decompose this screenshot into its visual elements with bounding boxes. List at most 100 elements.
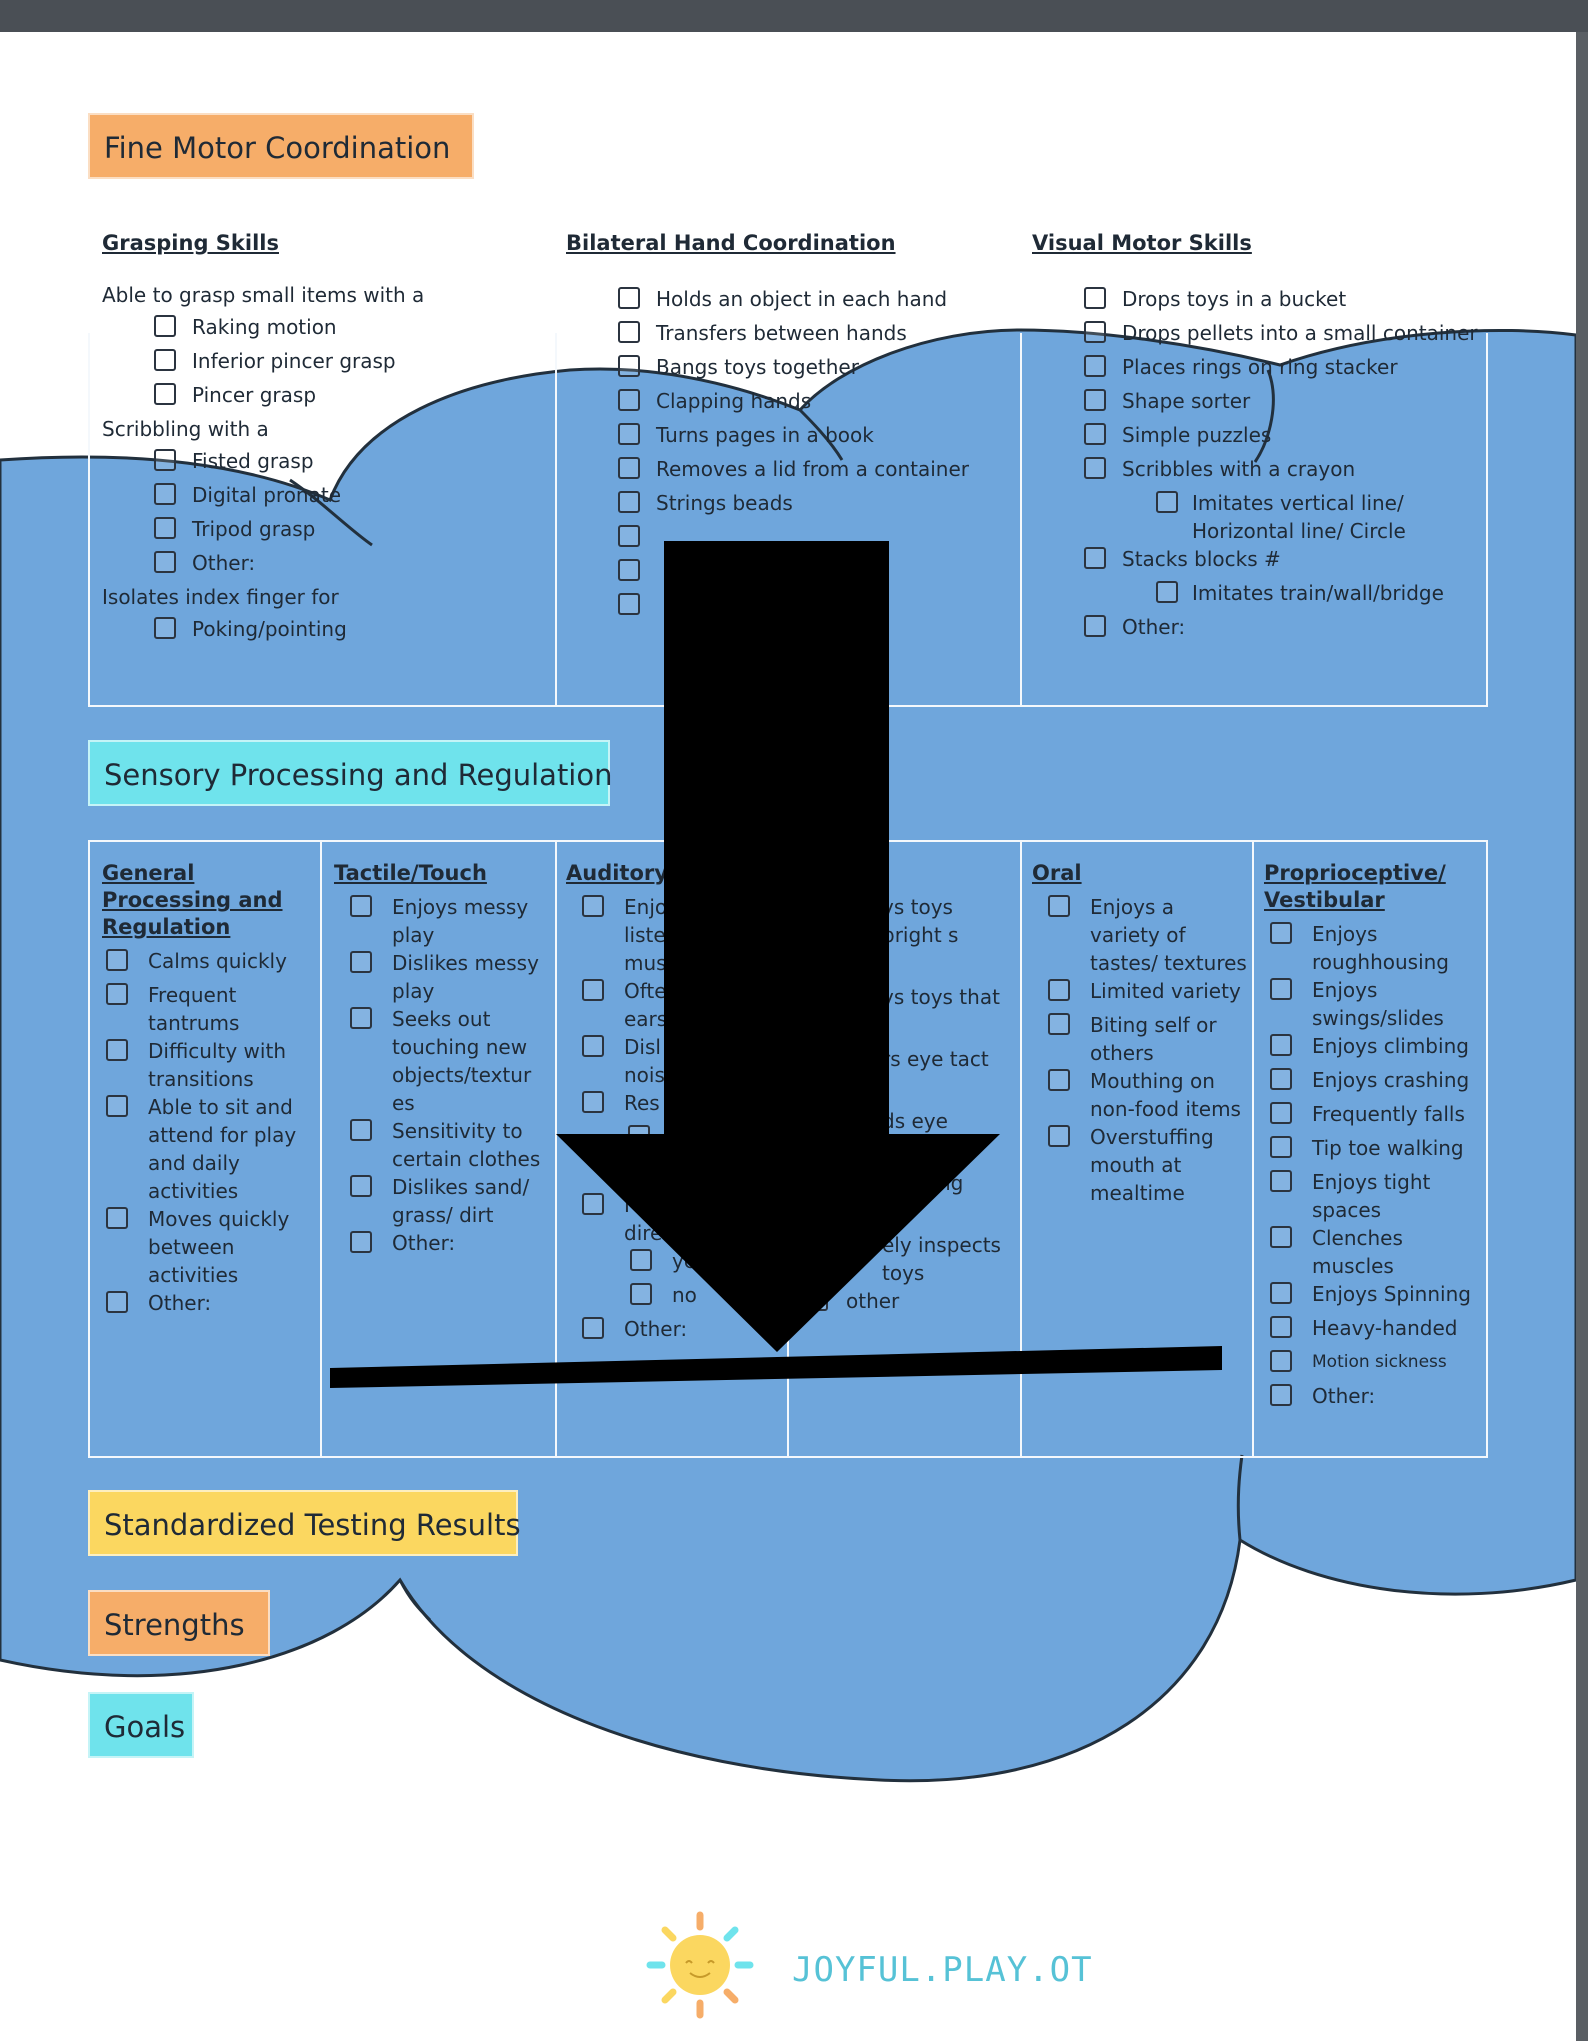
checkbox-item[interactable]: ely inspects toys xyxy=(798,1231,1018,1287)
checkbox-item[interactable]: Digital pronate xyxy=(102,481,542,515)
checkbox-item[interactable]: Other: xyxy=(102,1289,318,1323)
checkbox[interactable] xyxy=(154,551,176,573)
checkbox[interactable] xyxy=(106,1207,128,1229)
checkbox-item[interactable]: Turns pages in a book xyxy=(566,421,1016,455)
checkbox-item[interactable]: Enjoys climbing xyxy=(1264,1032,1488,1066)
checkbox[interactable] xyxy=(1084,547,1106,569)
checkbox-item[interactable]: Frequently falls xyxy=(1264,1100,1488,1134)
checkbox-item[interactable]: Enjoys messy play xyxy=(334,893,552,949)
checkbox-item[interactable]: Moves quickly between activities xyxy=(102,1205,318,1289)
checkbox-item[interactable]: Dislikes sand/ grass/ dirt xyxy=(334,1173,552,1229)
checkbox-item[interactable]: ys toys that xyxy=(798,983,1018,1045)
checkbox[interactable] xyxy=(1270,978,1292,1000)
checkbox-item[interactable]: other xyxy=(798,1287,1018,1321)
checkbox-item[interactable]: Clenches muscles xyxy=(1264,1224,1488,1280)
checkbox-item[interactable]: Other: xyxy=(1264,1382,1488,1416)
checkbox[interactable] xyxy=(582,1091,604,1113)
checkbox[interactable] xyxy=(154,617,176,639)
checkbox[interactable] xyxy=(154,349,176,371)
checkbox-item[interactable]: Dislikes messy play xyxy=(334,949,552,1005)
checkbox[interactable] xyxy=(350,895,372,917)
checkbox-item[interactable]: Scribbles with a crayon xyxy=(1032,455,1482,489)
checkbox[interactable] xyxy=(1270,1226,1292,1248)
checkbox[interactable] xyxy=(154,315,176,337)
checkbox-item[interactable] xyxy=(566,1123,786,1157)
checkbox-item[interactable]: Tripod grasp xyxy=(102,515,542,549)
checkbox-item[interactable]: Disl nois xyxy=(566,1033,684,1089)
checkbox-item[interactable]: Biting self or others xyxy=(1032,1011,1250,1067)
checkbox[interactable] xyxy=(1270,1282,1292,1304)
checkbox[interactable] xyxy=(106,1039,128,1061)
checkbox-item[interactable]: Poking/pointing xyxy=(102,615,542,649)
checkbox[interactable] xyxy=(582,1317,604,1339)
checkbox[interactable] xyxy=(628,1159,650,1181)
checkbox-item[interactable]: Calms quickly xyxy=(102,947,318,981)
checkbox-item[interactable] xyxy=(566,591,1016,625)
checkbox[interactable] xyxy=(154,449,176,471)
checkbox[interactable] xyxy=(1084,355,1106,377)
checkbox-item[interactable]: Removes a lid from a container xyxy=(566,455,1016,489)
checkbox-item[interactable]: Inferior pincer grasp xyxy=(102,347,542,381)
checkbox-item[interactable] xyxy=(566,557,1016,591)
checkbox-item[interactable]: ys toys bright s xyxy=(798,893,1018,983)
checkbox-item[interactable]: Enjoys swings/slides xyxy=(1264,976,1488,1032)
checkbox[interactable] xyxy=(1048,1125,1070,1147)
checkbox[interactable] xyxy=(350,1175,372,1197)
checkbox-item[interactable]: Enjoys Spinning xyxy=(1264,1280,1488,1314)
checkbox[interactable] xyxy=(350,951,372,973)
checkbox[interactable] xyxy=(1156,491,1178,513)
checkbox[interactable] xyxy=(582,895,604,917)
checkbox[interactable] xyxy=(1084,389,1106,411)
checkbox[interactable] xyxy=(618,593,640,615)
checkbox[interactable] xyxy=(1048,895,1070,917)
checkbox-item[interactable]: Follo directio xyxy=(566,1191,714,1247)
checkbox-item[interactable]: Enjoys crashing xyxy=(1264,1066,1488,1100)
checkbox-item[interactable]: Sensitivity to certain clothes xyxy=(334,1117,552,1173)
checkbox[interactable] xyxy=(582,1035,604,1057)
checkbox-item[interactable]: Enjo liste mus xyxy=(566,893,684,977)
checkbox[interactable] xyxy=(1270,1068,1292,1090)
checkbox-item[interactable]: Other: xyxy=(102,549,542,583)
checkbox[interactable] xyxy=(806,1109,828,1131)
checkbox[interactable] xyxy=(1270,1384,1292,1406)
checkbox[interactable] xyxy=(618,491,640,513)
checkbox-item[interactable] xyxy=(566,523,1016,557)
checkbox[interactable] xyxy=(618,287,640,309)
checkbox[interactable] xyxy=(1084,321,1106,343)
checkbox-item[interactable]: Simple puzzles xyxy=(1032,421,1482,455)
checkbox-item[interactable]: ds eye xyxy=(798,1107,1018,1169)
checkbox[interactable] xyxy=(106,1095,128,1117)
checkbox-item[interactable]: Transfers between hands xyxy=(566,319,1016,353)
checkbox-item[interactable]: Able to sit and attend for play and dail… xyxy=(102,1093,318,1205)
checkbox[interactable] xyxy=(618,355,640,377)
checkbox[interactable] xyxy=(1048,1069,1070,1091)
checkbox[interactable] xyxy=(630,1283,652,1305)
checkbox[interactable] xyxy=(350,1119,372,1141)
checkbox-item[interactable]: Holds an object in each hand xyxy=(566,285,1016,319)
checkbox[interactable] xyxy=(806,1289,828,1311)
checkbox-item[interactable]: Enjoys tight spaces xyxy=(1264,1168,1488,1224)
checkbox[interactable] xyxy=(618,389,640,411)
checkbox[interactable] xyxy=(630,1249,652,1271)
checkbox-item[interactable]: Limited variety xyxy=(1032,977,1250,1011)
checkbox[interactable] xyxy=(618,525,640,547)
checkbox[interactable] xyxy=(628,1125,650,1147)
checkbox-item[interactable]: no xyxy=(566,1281,786,1315)
checkbox-item[interactable]: Places rings on ring stacker xyxy=(1032,353,1482,387)
checkbox-item[interactable]: Drops toys in a bucket xyxy=(1032,285,1482,319)
checkbox[interactable] xyxy=(1084,457,1106,479)
checkbox-item[interactable]: Heavy-handed xyxy=(1264,1314,1488,1348)
checkbox[interactable] xyxy=(806,895,828,917)
checkbox-item[interactable]: Res xyxy=(566,1089,684,1123)
checkbox[interactable] xyxy=(582,1193,604,1215)
checkbox[interactable] xyxy=(350,1007,372,1029)
checkbox[interactable] xyxy=(1048,1013,1070,1035)
checkbox-item[interactable]: Motion sickness xyxy=(1264,1348,1488,1382)
checkbox[interactable] xyxy=(1270,1350,1292,1372)
checkbox[interactable] xyxy=(618,457,640,479)
checkbox-item[interactable]: Frequent tantrums xyxy=(102,981,318,1037)
checkbox-item[interactable]: Mouthing on non-food items xyxy=(1032,1067,1250,1123)
checkbox-item[interactable]: Other: xyxy=(566,1315,786,1349)
checkbox[interactable] xyxy=(618,321,640,343)
checkbox-item[interactable]: Seeks out touching new objects/textur es xyxy=(334,1005,552,1117)
